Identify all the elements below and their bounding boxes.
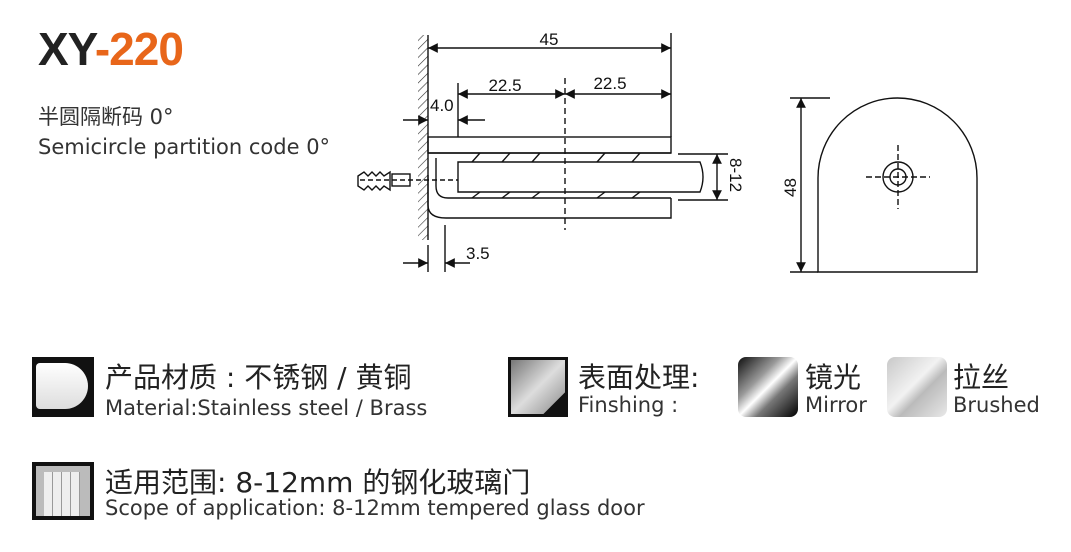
mirror-cn: 镜光 — [805, 361, 862, 394]
brushed-cn: 拉丝 — [953, 361, 1010, 394]
brushed-swatch[interactable] — [887, 357, 947, 417]
technical-drawing: 45 22.5 22.5 4.0 3.5 8-12 48 — [357, 30, 978, 273]
dim-22-5-right: 22.5 — [593, 74, 626, 93]
application-en: Scope of application: 8-12mm tempered gl… — [105, 496, 645, 520]
wall-hatch — [418, 35, 428, 240]
dim-45: 45 — [540, 30, 559, 49]
finishing-en: Finshing : — [578, 393, 679, 417]
brushed-en: Brushed — [953, 393, 1040, 417]
dim-22-5-left: 22.5 — [488, 76, 521, 95]
dim-4-0: 4.0 — [430, 96, 454, 115]
glass-door-icon — [32, 462, 94, 520]
subtitle-cn: 半圆隔断码 0° — [38, 105, 174, 129]
side-view — [357, 33, 728, 272]
application-cn: 适用范围: 8-12mm 的钢化玻璃门 — [105, 466, 531, 499]
material-cn: 产品材质 : 不锈钢 / 黄铜 — [105, 361, 412, 394]
dim-8-12: 8-12 — [726, 158, 745, 192]
material-en: Material:Stainless steel / Brass — [105, 396, 428, 420]
finishing-glass-icon — [508, 357, 568, 417]
finishing-cn: 表面处理: — [578, 361, 700, 394]
subtitle-en: Semicircle partition code 0° — [38, 135, 331, 159]
model-prefix: XY — [38, 23, 96, 75]
material-cylinder-icon — [32, 357, 94, 417]
screw-anchor-icon — [357, 170, 391, 192]
dim-48: 48 — [781, 178, 800, 197]
front-view — [790, 97, 978, 273]
model-code: -220 — [94, 23, 184, 75]
mirror-en: Mirror — [805, 393, 867, 417]
product-title: XY-220 — [38, 22, 184, 76]
mirror-swatch[interactable] — [738, 357, 798, 417]
dim-3-5: 3.5 — [466, 244, 490, 263]
